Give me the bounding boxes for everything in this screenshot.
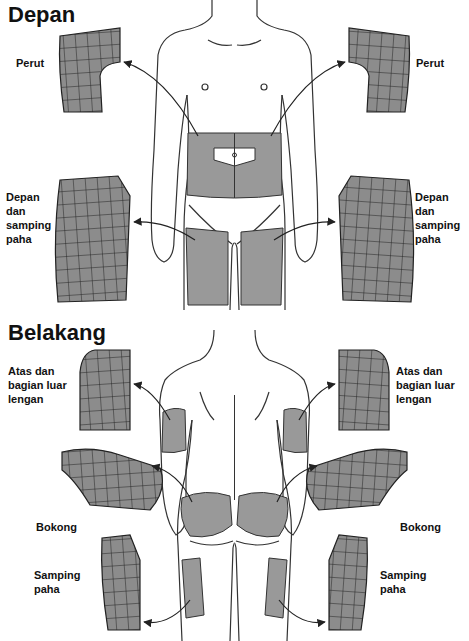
- injection-area: [186, 133, 235, 305]
- site-label: Samping paha: [34, 568, 88, 596]
- section-heading: Depan: [8, 2, 75, 28]
- site-label: Perut: [16, 56, 44, 70]
- site-label: Perut: [416, 56, 444, 70]
- section-heading: Belakang: [8, 320, 106, 346]
- site-label: Bokong: [400, 520, 441, 534]
- site-label: Atas dan bagian luar lengan: [396, 364, 462, 406]
- arrow: [134, 384, 192, 623]
- site-label: Samping paha: [380, 568, 434, 596]
- back-outline: [160, 330, 235, 641]
- right-half: [235, 0, 414, 641]
- site-label: Atas dan bagian luar lengan: [8, 364, 74, 406]
- site-label: Depan dan samping paha: [415, 190, 465, 246]
- grid-patch: [62, 350, 162, 630]
- site-label: Depan dan samping paha: [6, 190, 56, 246]
- navel-area: [214, 148, 235, 166]
- front-outline: [151, 0, 234, 310]
- injection-area: [162, 408, 232, 618]
- arrow: [124, 62, 198, 240]
- center-details: [233, 153, 237, 500]
- site-label: Bokong: [36, 520, 77, 534]
- grid-patch: [55, 28, 130, 302]
